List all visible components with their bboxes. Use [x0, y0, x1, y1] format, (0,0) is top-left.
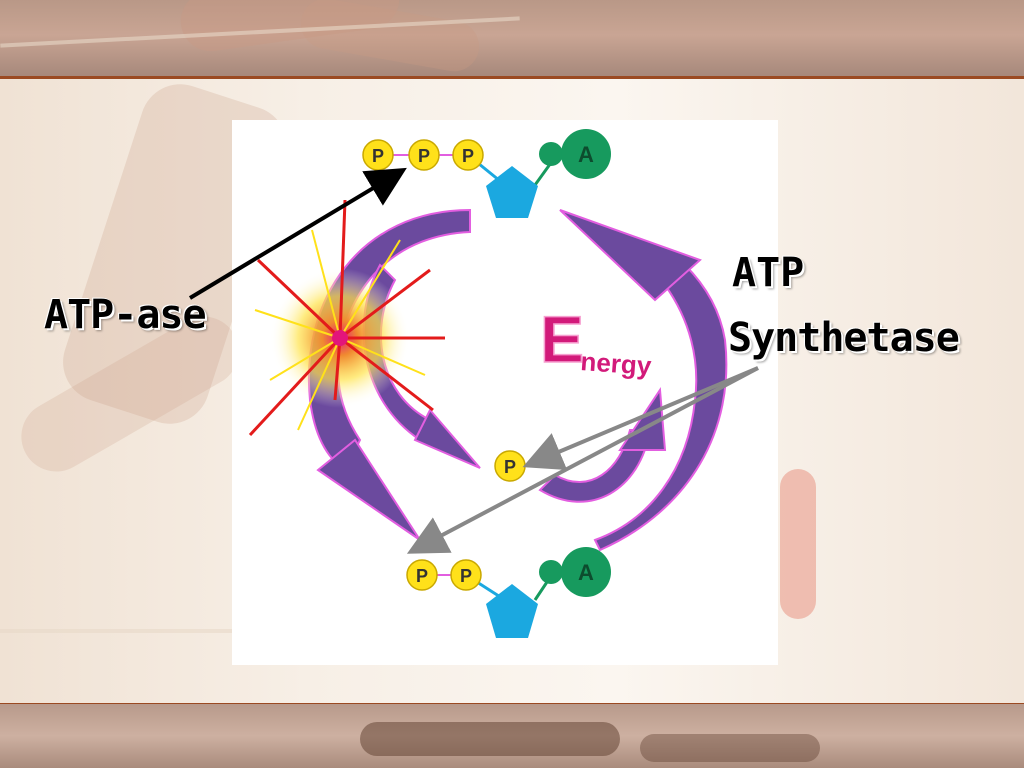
- atpase-label: ATP-ase: [44, 292, 207, 338]
- adenine-label: A: [578, 142, 594, 167]
- phosphate-label: P: [372, 146, 384, 166]
- phosphate-circle: [450, 559, 482, 591]
- ribose-pentagon: [486, 584, 538, 638]
- runner-leg: [780, 469, 816, 619]
- phosphate-circle: [408, 139, 440, 171]
- synthetase-pointer-arrow-phosphate: [522, 366, 759, 471]
- runner-silhouette: [360, 722, 620, 756]
- adenine-label: A: [578, 560, 594, 585]
- top-photo-band: [0, 0, 1024, 78]
- track-lane-line: [0, 629, 232, 633]
- ribose-pentagon: [486, 166, 538, 218]
- right-cycle-arrow: [559, 209, 728, 552]
- bottom-photo-band: [0, 704, 1024, 768]
- energy-word: E nergy: [539, 301, 653, 381]
- energy-big-letter: E: [540, 302, 584, 376]
- top-divider: [0, 76, 1024, 79]
- phosphate-label: P: [462, 146, 474, 166]
- atpase-pointer-arrow: [188, 167, 407, 300]
- synthetase-label-line2: Synthetase: [728, 315, 960, 361]
- atp-molecule: P P P A: [362, 129, 611, 218]
- phosphate-label: P: [418, 146, 430, 166]
- energy-small-letters: nergy: [580, 346, 653, 381]
- phosphate-label: P: [416, 566, 428, 586]
- energy-burst: [248, 199, 445, 437]
- phosphate-circle: [452, 139, 484, 171]
- free-phosphate: P: [494, 450, 526, 482]
- free-phosphate-label: P: [504, 457, 516, 477]
- synthetase-pointer-arrow-adp: [406, 366, 759, 554]
- inner-right-arrow: [538, 387, 667, 503]
- adenine-small-circle: [539, 142, 563, 166]
- phosphate-circle: [406, 559, 438, 591]
- runner-silhouette: [640, 734, 820, 762]
- adenine-circle: [561, 547, 611, 597]
- adenine-circle: [561, 129, 611, 179]
- adenine-small-circle: [539, 560, 563, 584]
- synthetase-label-line1: ATP: [732, 250, 805, 296]
- adp-molecule: P P A: [406, 547, 611, 638]
- phosphate-label: P: [460, 566, 472, 586]
